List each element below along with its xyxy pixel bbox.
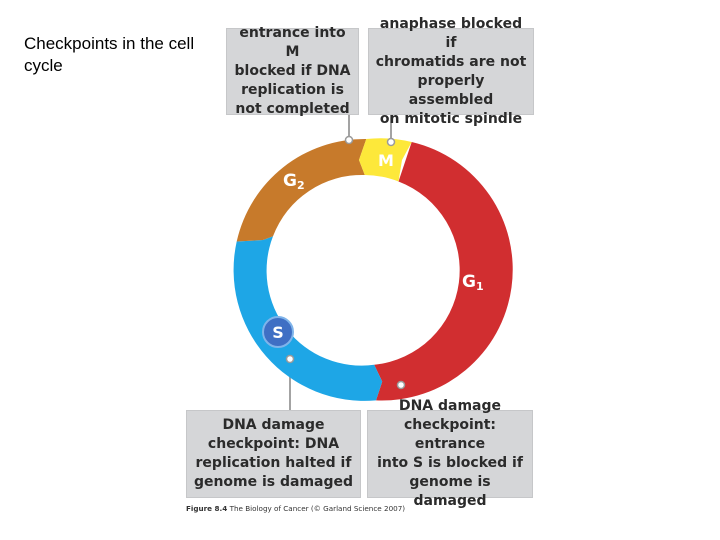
callout-g2-m-checkpoint: entrance into M blocked if DNA replicati… bbox=[226, 25, 359, 117]
dot-spindle bbox=[386, 137, 396, 147]
s-phase-badge bbox=[262, 316, 294, 348]
m-phase-segment bbox=[359, 138, 412, 182]
callout-spindle-checkpoint: anaphase blocked if chromatids are not p… bbox=[368, 16, 534, 127]
figure-number: Figure 8.4 bbox=[186, 504, 228, 513]
m-phase-label: M bbox=[378, 151, 394, 170]
figure-caption: Figure 8.4 The Biology of Cancer (© Garl… bbox=[186, 504, 405, 513]
callout-s-phase-checkpoint: DNA damage checkpoint: DNA replication h… bbox=[186, 410, 361, 498]
s-phase-segment bbox=[233, 236, 383, 401]
callout-g1-s-checkpoint: DNA damage checkpoint: entrance into S i… bbox=[367, 398, 533, 509]
dot-s-phase bbox=[285, 354, 295, 364]
g1-phase-label: G1 bbox=[462, 272, 484, 293]
dot-g1-s bbox=[396, 380, 406, 390]
g2-phase-label: G2 bbox=[283, 171, 305, 192]
g1-phase-segment bbox=[374, 142, 513, 401]
g2-phase-segment bbox=[236, 138, 367, 242]
slide-title: Checkpoints in the cell cycle bbox=[24, 34, 195, 75]
pointer-dots bbox=[285, 135, 406, 390]
figure-source: The Biology of Cancer (© Garland Science… bbox=[227, 504, 406, 513]
s-phase-label: S bbox=[272, 323, 284, 342]
dot-g2-m bbox=[344, 135, 354, 145]
